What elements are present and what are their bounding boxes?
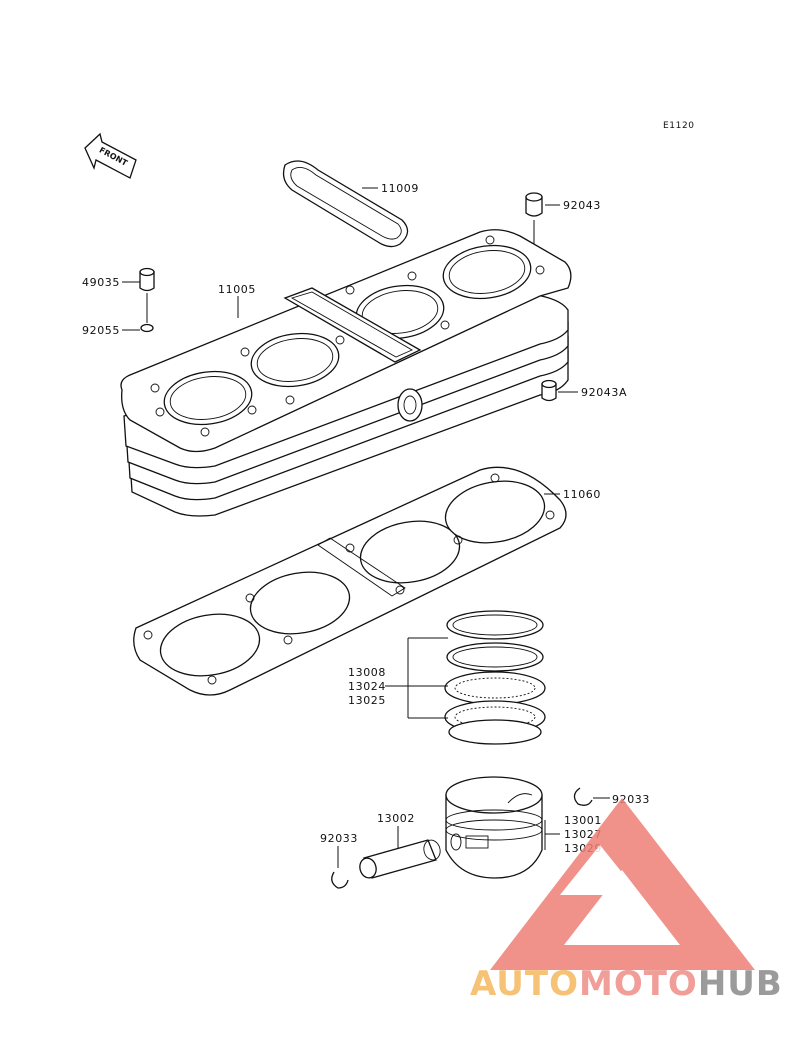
dowel-pin-92043: [525, 192, 543, 217]
label-92033-left: 92033: [320, 832, 358, 845]
watermark-notch-icon: [560, 845, 640, 895]
label-49035: 49035: [82, 276, 120, 289]
label-11009: 11009: [381, 182, 419, 195]
label-13025: 13025: [348, 694, 386, 707]
label-92055: 92055: [82, 324, 120, 337]
watermark-triangle-icon: [490, 798, 755, 970]
label-11005: 11005: [218, 283, 256, 296]
diagram-code: E1120: [663, 121, 695, 131]
o-ring-92055: [140, 323, 154, 333]
cylinder-block-11005: [120, 229, 572, 517]
front-arrow-icon: FRONT: [84, 132, 137, 179]
circlip-92033-right: [573, 787, 593, 806]
circlip-92033-left: [331, 871, 349, 889]
watermark-hub: HUB: [698, 964, 783, 1004]
label-13024: 13024: [348, 680, 386, 693]
label-11060: 11060: [563, 488, 601, 501]
cover-gasket-11009: [282, 160, 409, 248]
watermark-auto: AUTO: [470, 964, 579, 1004]
watermark-text: AUTOMOTOHUB: [470, 964, 783, 1004]
collar-49035: [139, 267, 155, 292]
label-13001: 13001: [564, 814, 602, 827]
piston-13001: [445, 776, 543, 879]
base-gasket-11060: [133, 466, 567, 696]
label-13002: 13002: [377, 812, 415, 825]
dowel-pin-92043A: [541, 379, 557, 402]
piston-pin-13002: [359, 839, 441, 879]
label-92043: 92043: [563, 199, 601, 212]
label-92043A: 92043A: [581, 386, 627, 399]
piston-rings: [444, 610, 546, 745]
watermark-logo: AUTOMOTOHUB: [470, 798, 783, 1004]
watermark-moto: MOTO: [579, 964, 698, 1004]
label-13008: 13008: [348, 666, 386, 679]
